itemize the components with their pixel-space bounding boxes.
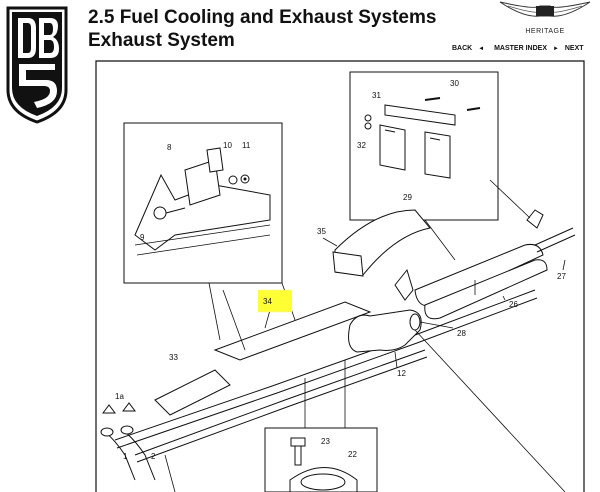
part-label-35: 35 (317, 227, 326, 236)
page-navigation: BACK ◄ MASTER INDEX ► NEXT (452, 45, 592, 52)
back-arrow-icon: ◄ (478, 46, 485, 52)
inset-clamp-detail (264, 427, 378, 492)
section-title: 2.5 Fuel Cooling and Exhaust Systems (88, 7, 437, 28)
part-label-33: 33 (169, 353, 178, 362)
part-label-11: 11 (242, 141, 251, 150)
part-label-10: 10 (223, 141, 232, 150)
part-label-2: 2 (151, 452, 156, 461)
master-index-link[interactable]: MASTER INDEX (494, 45, 547, 52)
part-label-26: 26 (509, 300, 518, 309)
part-label-12: 12 (397, 369, 406, 378)
subsection-title: Exhaust System (88, 30, 235, 51)
part-label-1: 1 (123, 452, 128, 461)
page-title: 2.5 Fuel Cooling and Exhaust Systems Exh… (88, 6, 436, 52)
part-label-22: 22 (348, 450, 357, 459)
part-label-29: 29 (403, 193, 412, 202)
inset-hanger-detail (349, 71, 499, 221)
diagram-frame (95, 60, 585, 492)
tail-pipe-27 (534, 227, 576, 253)
part-label-34: 34 (263, 297, 272, 306)
part-label-1a: 1a (115, 392, 124, 401)
part-label-8: 8 (167, 143, 172, 152)
part-labels: 8 10 11 9 30 31 32 29 35 34 33 26 27 28 … (115, 79, 566, 461)
next-link[interactable]: ► NEXT (552, 45, 584, 52)
part-label-27: 27 (557, 272, 566, 281)
leader-lines (164, 179, 566, 492)
part-label-9: 9 (140, 233, 145, 242)
back-link[interactable]: BACK ◄ (452, 45, 485, 52)
highlight-part-34 (258, 290, 292, 312)
silencer-12 (348, 309, 422, 353)
part-label-31: 31 (372, 91, 381, 100)
part-label-32: 32 (357, 141, 366, 150)
exhaust-system-diagram: 8 10 11 9 30 31 32 29 35 34 33 26 27 28 … (95, 60, 585, 492)
aston-martin-wings-logo (499, 1, 591, 17)
next-arrow-icon: ► (552, 46, 559, 52)
part-label-30: 30 (450, 79, 459, 88)
db5-logo (6, 6, 68, 124)
inset-bracket-detail (123, 122, 283, 284)
part-label-28: 28 (457, 329, 466, 338)
heat-plate-34 (213, 301, 372, 361)
heat-plate-33 (154, 369, 231, 416)
front-pipe-1 (104, 431, 136, 481)
rear-silencer-26 (414, 244, 544, 307)
brand-heritage-label: HERITAGE (525, 28, 565, 35)
part-label-23: 23 (321, 437, 330, 446)
